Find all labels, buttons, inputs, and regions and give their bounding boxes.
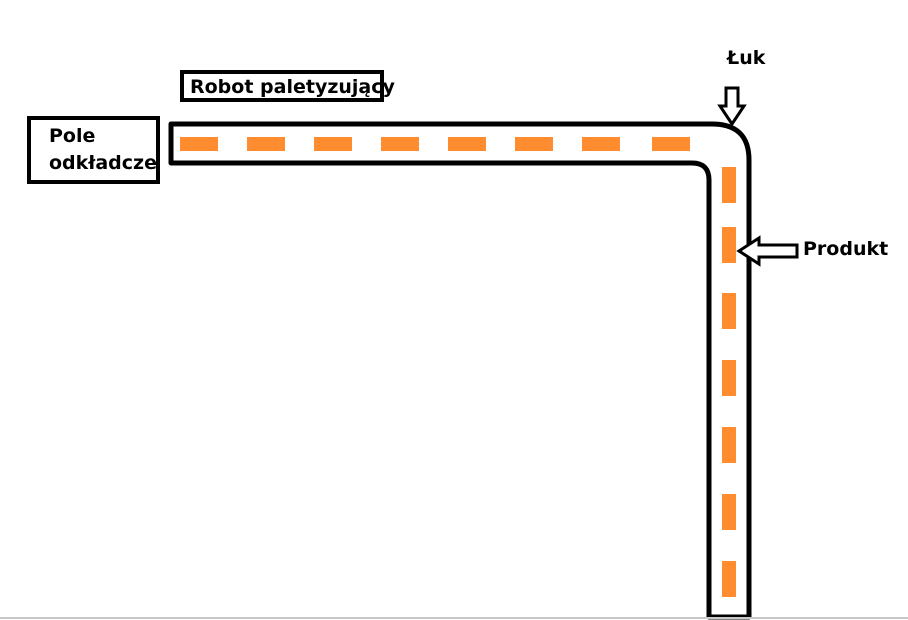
dash bbox=[722, 494, 736, 530]
field-label-box: Pole odkładcze bbox=[27, 116, 160, 184]
arc-label: Łuk bbox=[727, 47, 766, 69]
dash bbox=[247, 137, 285, 151]
dash bbox=[448, 137, 486, 151]
arrow-left-icon bbox=[736, 235, 799, 267]
dash bbox=[652, 137, 690, 151]
dash bbox=[722, 360, 736, 396]
dash bbox=[381, 137, 419, 151]
dash bbox=[180, 137, 218, 151]
bottom-edge-line bbox=[0, 617, 908, 619]
field-label-line1: Pole bbox=[49, 125, 96, 147]
dash bbox=[722, 561, 736, 597]
dash bbox=[722, 427, 736, 463]
dash bbox=[722, 293, 736, 329]
dash bbox=[314, 137, 352, 151]
horizontal-dashes bbox=[180, 137, 690, 151]
dash bbox=[515, 137, 553, 151]
arrow-down-icon bbox=[717, 86, 747, 127]
field-label-line2: odkładcze bbox=[49, 152, 157, 174]
dash bbox=[582, 137, 620, 151]
dash bbox=[722, 227, 736, 263]
dash bbox=[722, 167, 736, 203]
conveyor-outline bbox=[168, 121, 752, 620]
vertical-dashes bbox=[722, 167, 736, 597]
robot-label: Robot paletyzujący bbox=[190, 76, 395, 98]
product-label: Produkt bbox=[803, 238, 889, 260]
robot-label-box: Robot paletyzujący bbox=[180, 70, 395, 102]
